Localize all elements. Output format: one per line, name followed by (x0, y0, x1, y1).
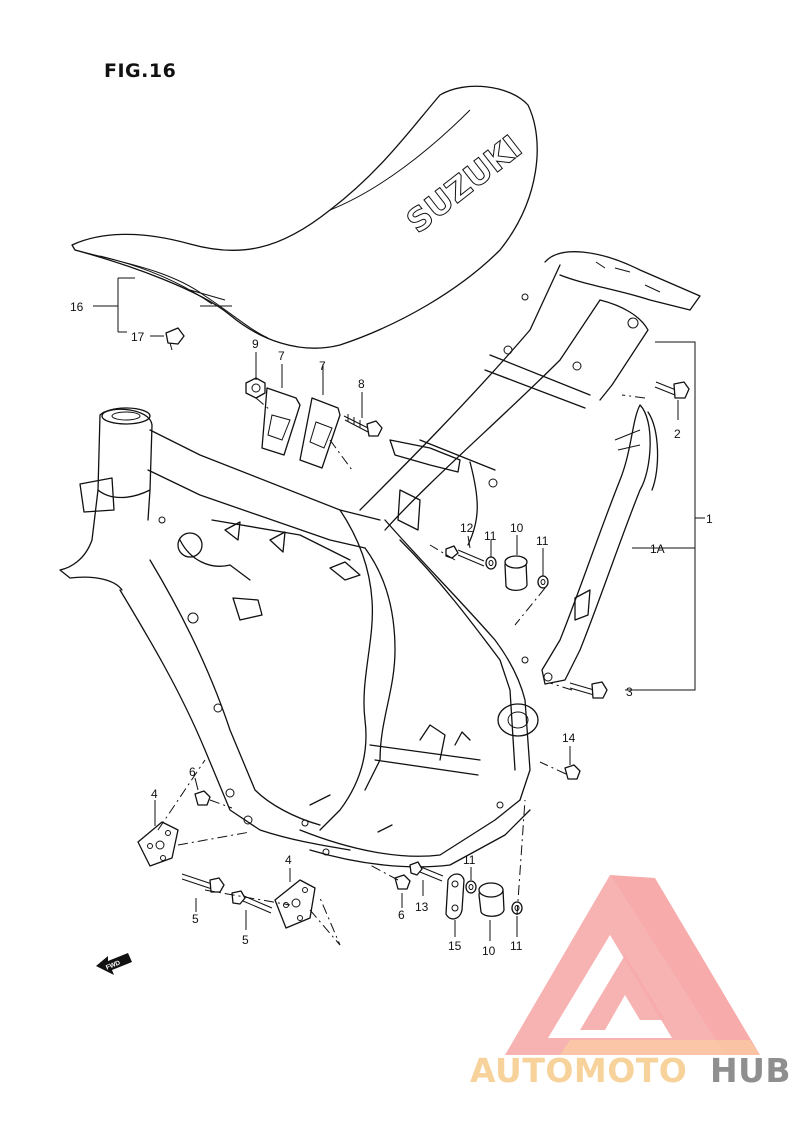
callout-2: 2 (674, 427, 681, 441)
callout-11a: 11 (484, 529, 497, 543)
watermark-text-part2: HUB (710, 1051, 791, 1090)
bolt-part-5a (181, 873, 225, 893)
bolt-part-5b (231, 890, 273, 914)
callout-16: 16 (70, 300, 84, 314)
watermark-logo (505, 875, 760, 1055)
plate-part-4a (137, 821, 179, 867)
seat-bolt-17 (165, 327, 185, 351)
callout-12: 12 (460, 521, 474, 535)
callout-7b: 7 (319, 359, 326, 373)
mount-part-10a (504, 555, 528, 592)
callout-14: 14 (562, 731, 576, 745)
callout-5b: 5 (242, 933, 249, 947)
callout-6a: 6 (189, 765, 196, 779)
callout-1: 1 (706, 512, 713, 526)
callout-6b: 6 (398, 908, 405, 922)
bolt-part-13 (409, 861, 444, 882)
callout-15: 15 (448, 939, 462, 953)
callout-4b: 4 (285, 853, 292, 867)
bolt-part-2 (654, 381, 690, 399)
bracket-part-7b (299, 397, 341, 469)
seat-part-16: SUZUKI (71, 85, 538, 349)
bolt-part-3 (569, 681, 608, 699)
callout-labels: 16 17 9 7 7 8 2 1 1A 3 12 11 10 11 14 6 … (70, 300, 713, 958)
callout-7a: 7 (278, 349, 285, 363)
watermark-text-part1: AUTOMOTO (470, 1051, 687, 1090)
seat-brand-text: SUZUKI (399, 128, 529, 241)
subframe-part-1A (541, 404, 659, 685)
callout-8: 8 (358, 377, 365, 391)
nut-part-6b (394, 874, 411, 890)
watermark-text: AUTOMOTO HUB (470, 1051, 791, 1090)
nut-part-6a (194, 790, 211, 806)
figure-title: FIG.16 (104, 60, 177, 82)
bolt-part-8 (343, 414, 383, 437)
leader-lines (93, 277, 705, 941)
callout-17: 17 (131, 330, 145, 344)
frame-part-1 (59, 251, 701, 868)
callout-11c: 11 (463, 853, 476, 867)
bracket-part-7a (261, 387, 301, 456)
callout-4a: 4 (151, 787, 158, 801)
mount-part-10b (478, 882, 505, 917)
callout-5a: 5 (192, 912, 199, 926)
assembly-lines (157, 394, 646, 946)
washer-part-11c (465, 880, 477, 894)
callout-10a: 10 (510, 521, 524, 535)
fwd-arrow-icon: FWD (96, 953, 132, 975)
callout-10b: 10 (482, 944, 496, 958)
callout-13: 13 (415, 900, 429, 914)
plate-part-4b (274, 879, 316, 929)
nut-part-9 (245, 377, 266, 399)
washer-part-11a (485, 556, 497, 570)
bracket-part-15 (445, 873, 465, 920)
callout-3: 3 (626, 685, 633, 699)
callout-11b: 11 (536, 534, 549, 548)
callout-11d: 11 (510, 939, 523, 953)
nut-part-14 (564, 764, 581, 780)
washer-part-11b (537, 575, 549, 589)
callout-1A: 1A (650, 542, 665, 556)
callout-9: 9 (252, 337, 259, 351)
bolt-part-12 (445, 545, 485, 567)
